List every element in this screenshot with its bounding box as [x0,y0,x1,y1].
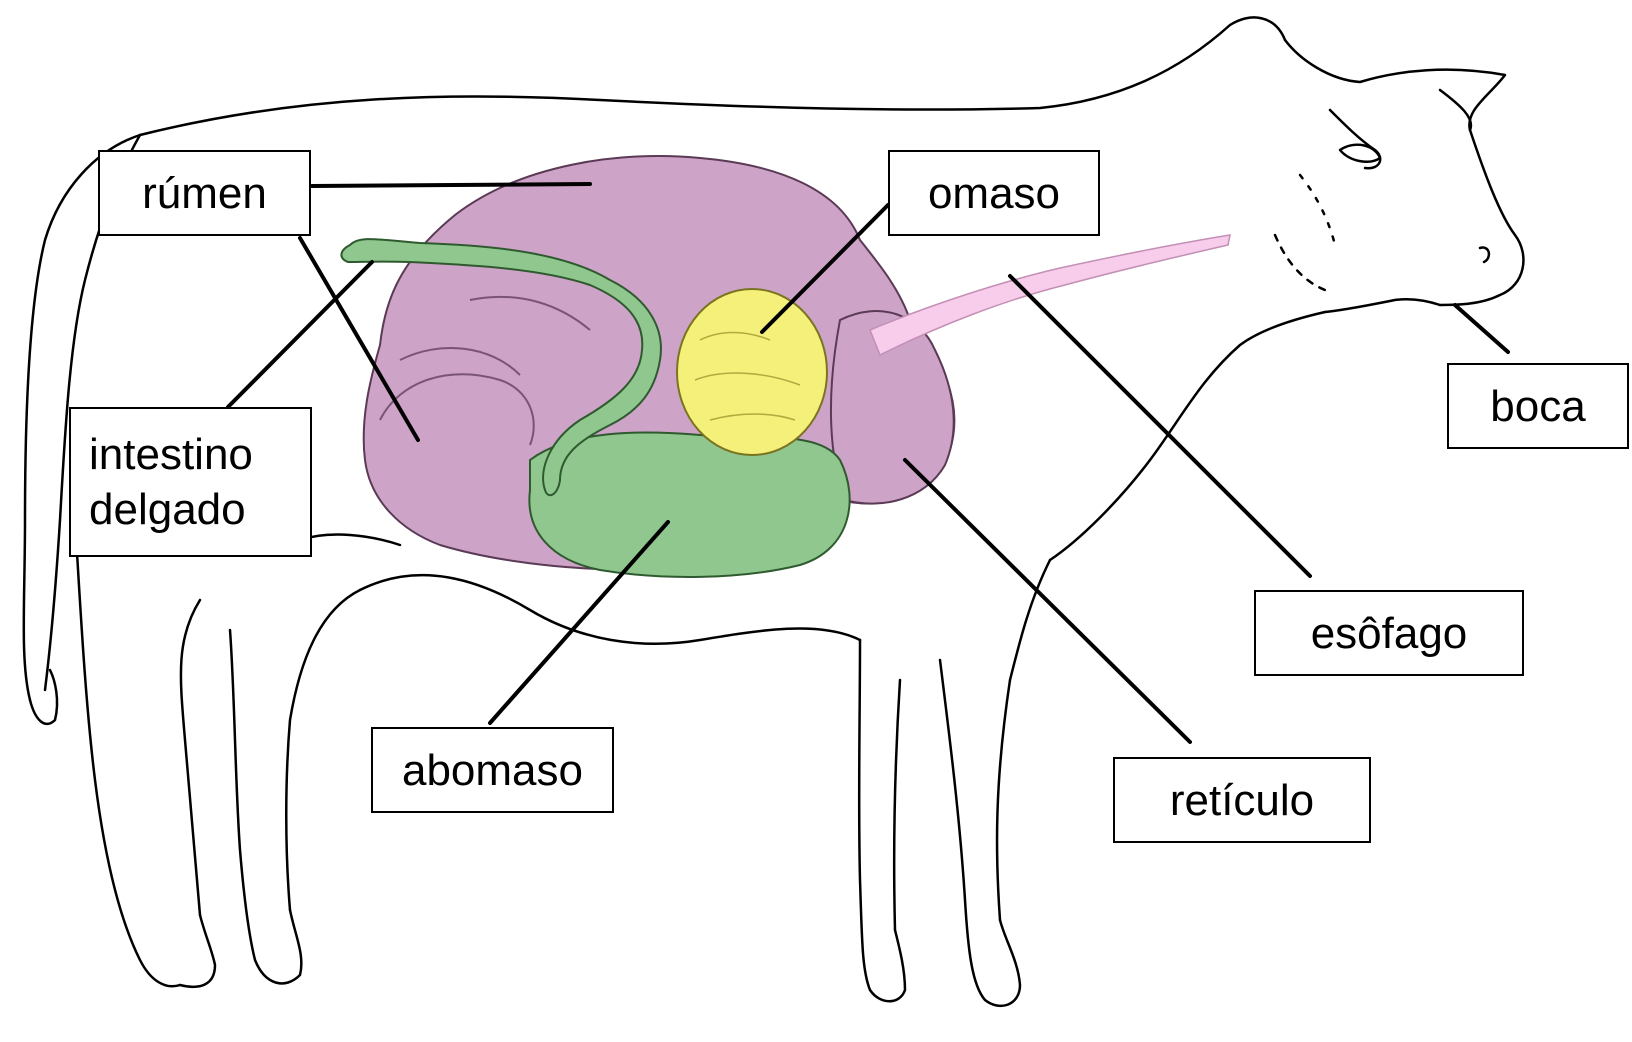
label-intestino-delgado-text: intestino delgado [89,427,253,537]
leader-boca [1455,305,1508,352]
label-esofago: esôfago [1254,590,1524,676]
leader-esofago [1010,276,1310,576]
label-rumen-text: rúmen [142,166,267,221]
label-rumen: rúmen [98,150,311,236]
omaso-shape [677,289,827,455]
label-boca-text: boca [1490,379,1585,434]
leader-intestino [228,262,372,407]
label-reticulo: retículo [1113,757,1371,843]
leader-rumen [312,184,590,186]
label-abomaso: abomaso [371,727,614,813]
label-boca: boca [1447,363,1629,449]
abomaso-shape [529,433,849,577]
leader-reticulo [905,460,1190,742]
label-reticulo-text: retículo [1170,773,1314,828]
label-omaso: omaso [888,150,1100,236]
label-abomaso-text: abomaso [402,743,583,798]
label-intestino-delgado: intestino delgado [69,407,312,557]
label-omaso-text: omaso [928,166,1060,221]
label-esofago-text: esôfago [1311,606,1468,661]
